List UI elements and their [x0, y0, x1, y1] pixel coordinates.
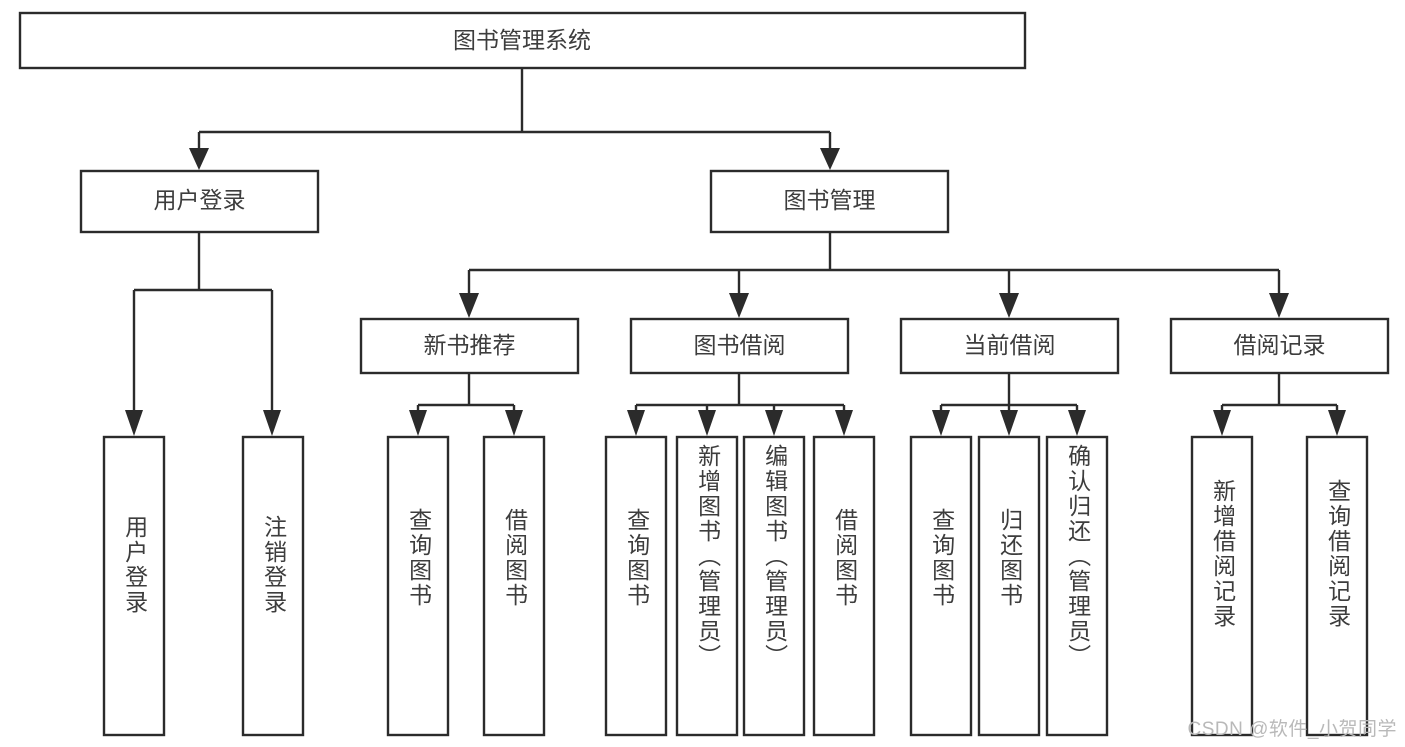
node-current-borrow-box[interactable] — [899, 317, 1120, 375]
leaf-box-br-add-record[interactable] — [1190, 435, 1254, 737]
arrow-leaf-bb-query — [627, 410, 645, 436]
leaf-box-cb-query-book[interactable] — [909, 435, 973, 737]
node-book-borrow[interactable]: 图书借阅 — [629, 317, 850, 375]
arrow-leaf-br-query — [1328, 410, 1346, 436]
connector-group-userlogin-to-leaves — [125, 232, 281, 436]
arrow-current-borrow — [999, 293, 1019, 318]
node-root-label: 图书管理系统 — [453, 27, 591, 53]
node-new-book-recommend-box[interactable] — [359, 317, 580, 375]
node-root-box[interactable] — [18, 11, 1027, 70]
leaf-box-cb-return-book[interactable] — [977, 435, 1041, 737]
node-current-borrow-label: 当前借阅 — [964, 332, 1056, 358]
arrow-leaf-user-login — [125, 410, 143, 436]
node-new-book-recommend-label: 新书推荐 — [424, 332, 516, 358]
node-book-manage-box[interactable] — [709, 169, 950, 234]
leaf-box-nb-borrow-book[interactable] — [482, 435, 546, 737]
node-root[interactable]: 图书管理系统 — [18, 11, 1027, 70]
arrow-leaf-nb-query — [409, 410, 427, 436]
csdn-watermark: CSDN @软件_小贺同学 — [1187, 719, 1397, 740]
node-borrow-record-label: 借阅记录 — [1234, 332, 1326, 358]
connector-group-bookborrow-to-leaves — [627, 373, 853, 436]
arrow-leaf-cb-return — [1000, 410, 1018, 436]
leaf-box-bb-edit-book[interactable] — [742, 435, 806, 737]
node-user-login[interactable]: 用户登录 — [79, 169, 320, 234]
connector-group-currentborrow-to-leaves — [932, 373, 1086, 436]
node-borrow-record-box[interactable] — [1169, 317, 1390, 375]
node-user-login-box[interactable] — [79, 169, 320, 234]
arrow-leaf-cb-confirm — [1068, 410, 1086, 436]
arrow-user-login — [189, 148, 209, 170]
leaf-box-br-query-record[interactable] — [1305, 435, 1369, 737]
arrow-leaf-bb-edit — [765, 410, 783, 436]
arrow-borrow-record — [1269, 293, 1289, 318]
node-book-borrow-box[interactable] — [629, 317, 850, 375]
leaf-box-bb-add-book[interactable] — [675, 435, 739, 737]
connector-group-borrowrecord-to-leaves — [1213, 373, 1346, 436]
leaf-box-bb-query-book[interactable] — [604, 435, 668, 737]
leaf-box-nb-query-book[interactable] — [386, 435, 450, 737]
connector-group-newbook-to-leaves — [409, 373, 523, 436]
connector-group-root-to-level2 — [189, 68, 840, 170]
arrow-leaf-logout — [263, 410, 281, 436]
node-new-book-recommend[interactable]: 新书推荐 — [359, 317, 580, 375]
arrow-leaf-nb-borrow — [505, 410, 523, 436]
node-book-manage[interactable]: 图书管理 — [709, 169, 950, 234]
arrow-book-manage — [820, 148, 840, 170]
arrow-new-book-recommend — [459, 293, 479, 318]
node-user-login-label: 用户登录 — [154, 187, 246, 213]
leaf-box-user-login[interactable] — [102, 435, 166, 737]
arrow-leaf-bb-add — [698, 410, 716, 436]
node-borrow-record[interactable]: 借阅记录 — [1169, 317, 1390, 375]
node-current-borrow[interactable]: 当前借阅 — [899, 317, 1120, 375]
connector-group-bookmanage-to-level3 — [459, 232, 1289, 318]
arrow-book-borrow — [729, 293, 749, 318]
arrow-leaf-br-add — [1213, 410, 1231, 436]
leaf-box-bb-borrow-book[interactable] — [812, 435, 876, 737]
node-book-manage-label: 图书管理 — [784, 187, 876, 213]
node-book-borrow-label: 图书借阅 — [694, 332, 786, 358]
leaf-box-logout[interactable] — [241, 435, 305, 737]
leaf-box-cb-confirm-return[interactable] — [1045, 435, 1109, 737]
arrow-leaf-bb-borrow — [835, 410, 853, 436]
arrow-leaf-cb-query — [932, 410, 950, 436]
